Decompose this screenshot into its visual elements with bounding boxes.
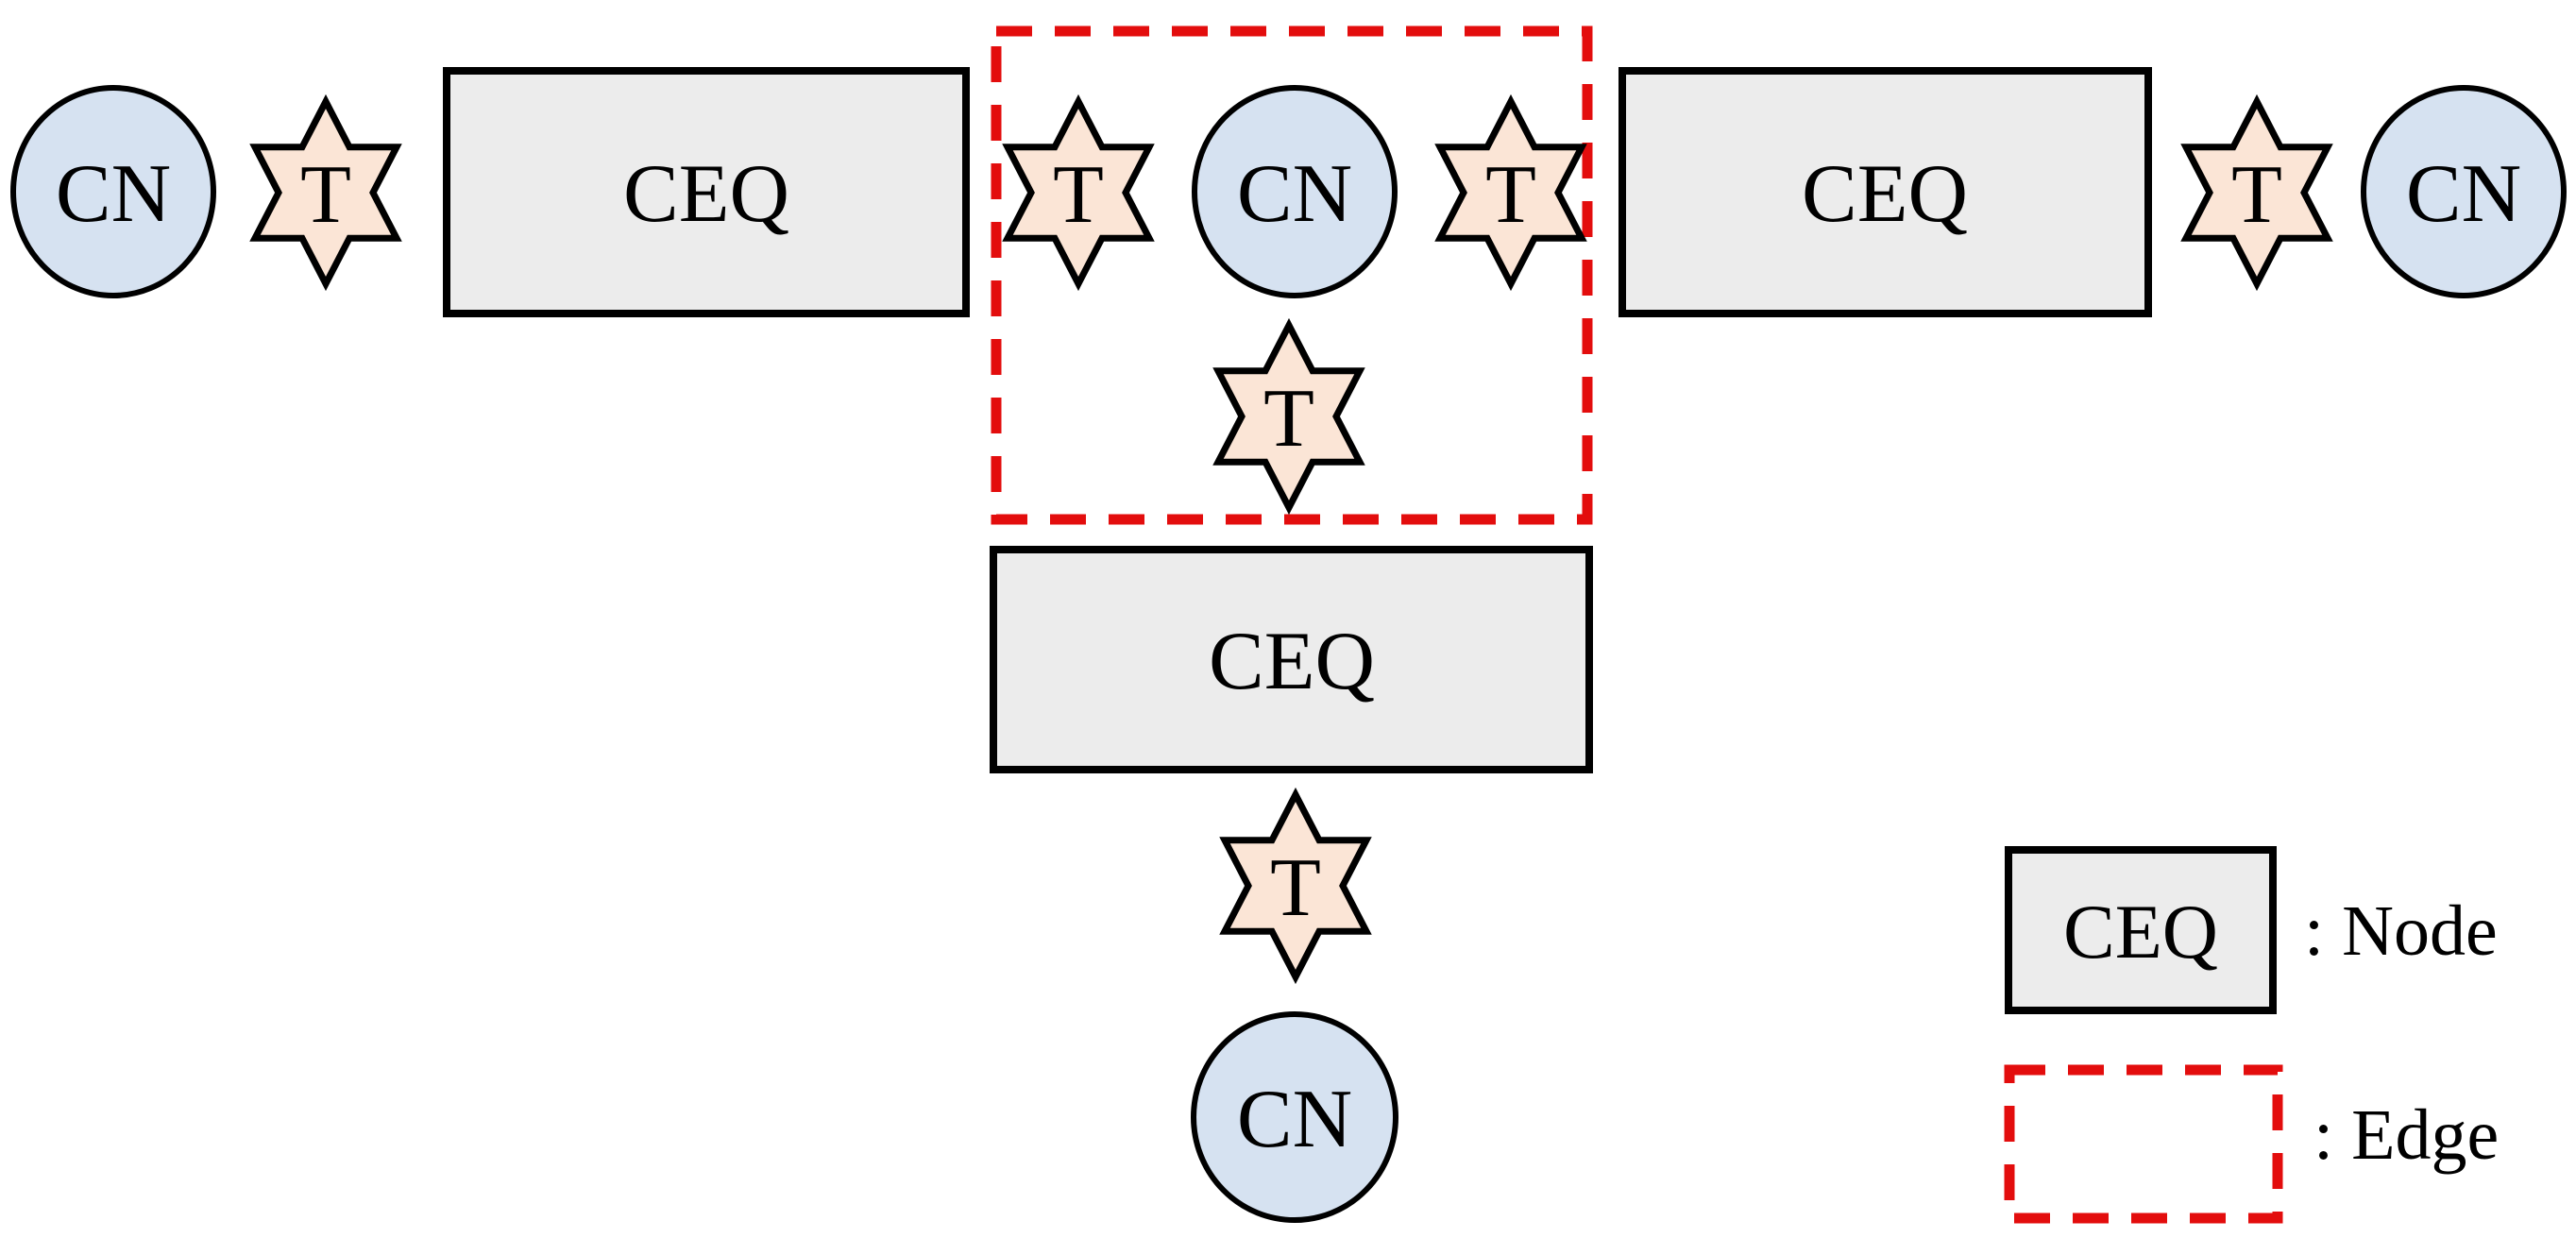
cn-circle — [2361, 85, 2567, 298]
t-label: T — [1053, 149, 1104, 241]
t-label: T — [2231, 149, 2282, 241]
ceq-label: CEQ — [623, 148, 789, 240]
t-label: T — [1270, 842, 1321, 934]
cn-label: CN — [56, 148, 171, 240]
t-transceiver-4: T — [2186, 102, 2328, 284]
t-label: T — [300, 149, 351, 241]
t-label: T — [1485, 149, 1536, 241]
legend-edge-entry: : Edge — [2004, 1064, 2499, 1224]
ceq-box — [1618, 67, 2152, 317]
legend-node-text: : Node — [2304, 891, 2498, 971]
ceq-node-3: CEQ — [990, 546, 1593, 773]
ceq-node-2: CEQ — [1618, 67, 2152, 317]
cn-node-4: CN — [1191, 1011, 1398, 1223]
t-transceiver-3: T — [1440, 102, 1582, 284]
t-transceiver-1: T — [255, 102, 397, 284]
legend-ceq-label: CEQ — [2063, 889, 2218, 975]
legend-node-entry: CEQ : Node — [2005, 846, 2498, 1014]
cn-label: CN — [2406, 148, 2521, 240]
cn-node-2: CN — [1192, 85, 1398, 298]
cn-circle — [10, 85, 216, 298]
cn-circle — [1192, 85, 1398, 298]
cn-label: CN — [1237, 1074, 1352, 1165]
t-transceiver-2: T — [1008, 102, 1149, 284]
ceq-box — [443, 67, 970, 317]
edge-boundary — [991, 25, 1593, 525]
legend: CEQ : Node : Edge — [2004, 846, 2499, 1224]
cn-circle — [1191, 1011, 1398, 1223]
ceq-box — [990, 546, 1593, 773]
cn-node-1: CN — [10, 85, 216, 298]
legend-ceq-box — [2005, 846, 2277, 1014]
cn-node-3: CN — [2361, 85, 2567, 298]
cn-label: CN — [1237, 148, 1352, 240]
ceq-node-1: CEQ — [443, 67, 970, 317]
ceq-label: CEQ — [1802, 148, 1968, 240]
legend-edge-text: : Edge — [2313, 1095, 2499, 1175]
t-transceiver-6: T — [1225, 795, 1366, 977]
t-label: T — [1263, 373, 1314, 465]
legend-edge-box — [2004, 1064, 2283, 1224]
t-transceiver-5: T — [1218, 326, 1360, 508]
ceq-label: CEQ — [1209, 616, 1375, 707]
